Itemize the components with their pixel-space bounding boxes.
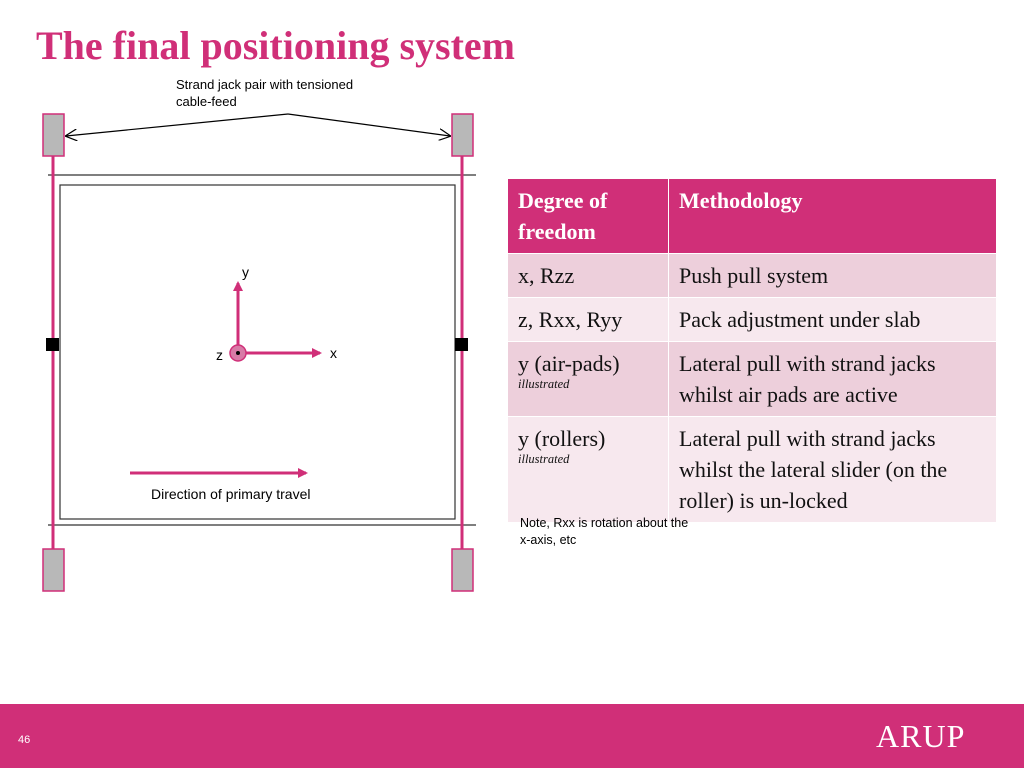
strand-jack-bottom-right xyxy=(451,548,474,592)
method-cell: Lateral pull with strand jacks whilst ai… xyxy=(668,341,997,417)
rotation-note: Note, Rxx is rotation about the x-axis, … xyxy=(520,516,689,547)
illustrated-note: illustrated xyxy=(518,452,570,466)
x-axis-label: x xyxy=(330,345,337,361)
callout-arrow-right xyxy=(287,113,450,136)
slide-title: The final positioning system xyxy=(36,23,515,68)
table-row: y (rollers)illustrated Lateral pull with… xyxy=(507,416,997,523)
table-row: x, Rzz Push pull system xyxy=(507,253,997,298)
page-number: 46 xyxy=(18,734,31,746)
dof-cell: y (rollers)illustrated xyxy=(507,416,669,523)
left-anchor xyxy=(46,338,59,351)
strand-jack-top-right xyxy=(451,113,474,157)
right-anchor xyxy=(455,338,468,351)
strand-jack-top-left xyxy=(42,113,65,157)
callout-arrow-left xyxy=(66,113,289,136)
table-header-row: Degree of freedom Methodology xyxy=(507,178,997,254)
dof-text: z, Rxx, Ryy xyxy=(518,307,623,332)
z-axis-label: z xyxy=(216,347,223,363)
footer-bar: 46 ARUP xyxy=(0,704,1024,768)
arup-logo: ARUP xyxy=(876,718,966,754)
method-cell: Pack adjustment under slab xyxy=(668,297,997,342)
dof-cell: y (air-pads)illustrated xyxy=(507,341,669,417)
header-degree-of-freedom: Degree of freedom xyxy=(507,178,669,254)
strand-jack-callout: Strand jack pair with tensioned cable-fe… xyxy=(176,77,354,109)
method-cell: Push pull system xyxy=(668,253,997,298)
dof-cell: z, Rxx, Ryy xyxy=(507,297,669,342)
dof-text: x, Rzz xyxy=(518,263,575,288)
travel-direction-label: Direction of primary travel xyxy=(151,486,311,502)
header-methodology: Methodology xyxy=(668,178,997,254)
z-axis-dot xyxy=(236,351,240,355)
strand-jack-bottom-left xyxy=(42,548,65,592)
method-cell: Lateral pull with strand jacks whilst th… xyxy=(668,416,997,523)
degrees-of-freedom-table: Degree of freedom Methodology x, Rzz Pus… xyxy=(507,178,997,523)
illustrated-note: illustrated xyxy=(518,377,570,391)
dof-text: y (rollers) xyxy=(518,426,606,451)
dof-cell: x, Rzz xyxy=(507,253,669,298)
table-row: y (air-pads)illustrated Lateral pull wit… xyxy=(507,341,997,417)
table-row: z, Rxx, Ryy Pack adjustment under slab xyxy=(507,297,997,342)
dof-text: y (air-pads) xyxy=(518,351,620,376)
y-axis-label: y xyxy=(242,264,249,280)
